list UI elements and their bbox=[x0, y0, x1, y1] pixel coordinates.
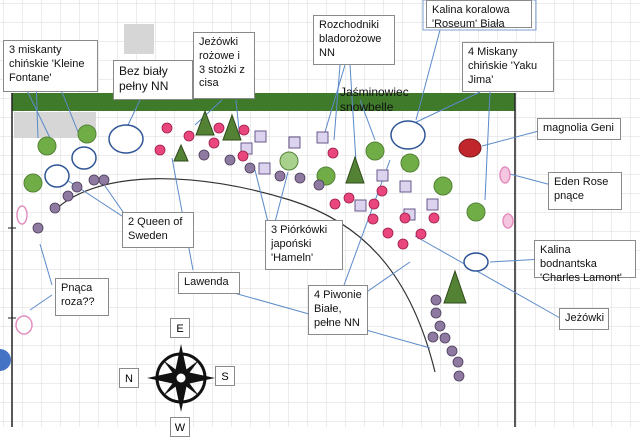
hedge-strip bbox=[12, 93, 515, 111]
white-shrubs bbox=[44, 120, 489, 272]
conifer-triangles bbox=[173, 109, 467, 304]
compass-south: S bbox=[215, 366, 235, 386]
label-jezowki: Jeżówki bbox=[559, 308, 609, 330]
label-queen-sweden: 2 Queen of Sweden bbox=[122, 212, 194, 248]
selection-handle-box bbox=[422, 0, 537, 31]
label-kalina-koralowa: Kalina koralowa 'Roseum' Biała bbox=[426, 0, 532, 30]
label-jezowki-rozowe: Jeżówki rożowe i 3 stożki z cisa bbox=[193, 32, 255, 99]
lavender-dots bbox=[32, 149, 465, 382]
grey-block bbox=[124, 24, 154, 54]
label-miskany-yaku: 4 Miskany chińskie 'Yaku Jima' bbox=[462, 42, 554, 92]
label-piorkowki: 3 Piórkówki japoński 'Hameln' bbox=[265, 220, 343, 270]
compass-rose-icon bbox=[147, 344, 215, 412]
label-lawenda: Lawenda bbox=[178, 272, 240, 294]
blue-ball bbox=[0, 349, 11, 371]
compass-west: W bbox=[170, 417, 190, 437]
label-piwonie: 4 Piwonie Białe, pełne NN bbox=[308, 285, 368, 335]
label-jasminowiec: Jaśminowiec snowbelle bbox=[340, 85, 409, 114]
label-pnaca-roza: Pnąca roza?? bbox=[55, 278, 109, 316]
magnolia-shrub bbox=[458, 138, 482, 158]
green-shrubs bbox=[23, 124, 486, 222]
label-kalina-bodnantska: Kalina bodnantska 'Charles Lamont' bbox=[534, 240, 636, 284]
label-eden-rose: Eden Rose pnące bbox=[548, 172, 622, 210]
lilac-squares bbox=[240, 130, 439, 221]
compass-east: E bbox=[170, 318, 190, 338]
label-miskanty-kleine: 3 miskanty chińskie 'Kleine Fontane' bbox=[3, 40, 98, 92]
rose-outline-shrubs bbox=[15, 166, 514, 335]
label-magnolia: magnolia Geni bbox=[537, 118, 621, 140]
pink-flowers bbox=[154, 122, 440, 250]
label-bez-bialy: Bez biały pełny NN bbox=[113, 60, 193, 100]
garden-path-curve bbox=[54, 178, 436, 373]
label-rozchodniki: Rozchodniki bladorożowe NN bbox=[313, 15, 395, 65]
compass-north: N bbox=[119, 368, 139, 388]
